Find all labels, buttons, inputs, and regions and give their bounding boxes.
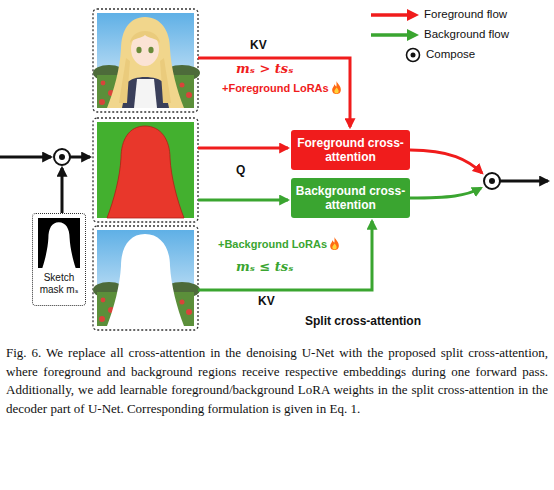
fg-out-arrow — [410, 150, 482, 173]
compose-dot — [411, 53, 416, 58]
mask-image — [38, 218, 80, 268]
query-bg-arrow — [198, 199, 288, 202]
legend-swatch — [371, 29, 419, 41]
fire-icon — [331, 81, 342, 94]
figure-caption: Fig. 6. We replace all cross-attention i… — [6, 344, 548, 418]
compose-out-arrow — [70, 156, 90, 159]
kv-bg-arrow — [198, 221, 372, 290]
query-fg-arrow — [198, 147, 288, 150]
bg-out-arrow — [410, 188, 481, 198]
legend-text: Background flow — [424, 28, 509, 40]
lora-label: +Background LoRAs — [218, 238, 327, 250]
flame-outer — [332, 81, 341, 94]
swatch-head — [407, 9, 419, 21]
compose-dot — [59, 154, 65, 160]
condition-label: mₛ ≤ tsₛ — [236, 259, 293, 274]
legend-text: Compose — [426, 48, 475, 60]
image-frame — [93, 118, 198, 222]
output-arrow — [500, 180, 548, 183]
image-frame — [93, 226, 198, 330]
kv-label: KV — [250, 38, 267, 52]
input-arrow — [0, 156, 51, 159]
node-text: Sketch mask mₛ — [34, 272, 84, 296]
swatch-head — [407, 29, 419, 41]
node-text: Background cross-attention — [295, 184, 406, 212]
mask-box: Sketch mask mₛ — [32, 213, 86, 306]
compose-ring — [407, 49, 420, 62]
lora-label: +Foreground LoRAs — [222, 82, 329, 94]
condition-label: mₛ > tsₛ — [236, 61, 293, 76]
text-group: Foreground cross-attention — [295, 136, 406, 164]
flame-inner — [334, 88, 338, 94]
group-title: Split cross-attention — [305, 314, 421, 328]
mask-arrow — [61, 168, 64, 213]
process-box: Background cross-attention — [291, 178, 410, 218]
legend-swatch — [371, 9, 419, 21]
process-box: Foreground cross-attention — [291, 130, 410, 170]
compose-dot — [489, 178, 495, 184]
text-group: Background cross-attention — [295, 184, 406, 212]
swatch-line — [371, 33, 409, 37]
kv-label: KV — [258, 294, 275, 308]
compose-symbol — [484, 173, 500, 189]
node-text: Foreground cross-attention — [295, 136, 406, 164]
q-label: Q — [236, 163, 245, 177]
region-map — [97, 122, 194, 218]
legend-text: Foreground flow — [424, 8, 507, 20]
compose-symbol — [54, 149, 70, 165]
legend-symbol — [405, 47, 421, 63]
anime-image — [93, 13, 200, 108]
fire-icon — [329, 237, 340, 250]
flame-inner — [332, 244, 336, 250]
background-image — [93, 230, 200, 326]
text-group: Sketch mask mₛ — [34, 272, 84, 296]
kv-fg-arrow — [198, 58, 350, 127]
swatch-line — [371, 13, 409, 17]
flame-outer — [330, 237, 339, 250]
image-frame — [93, 9, 198, 112]
